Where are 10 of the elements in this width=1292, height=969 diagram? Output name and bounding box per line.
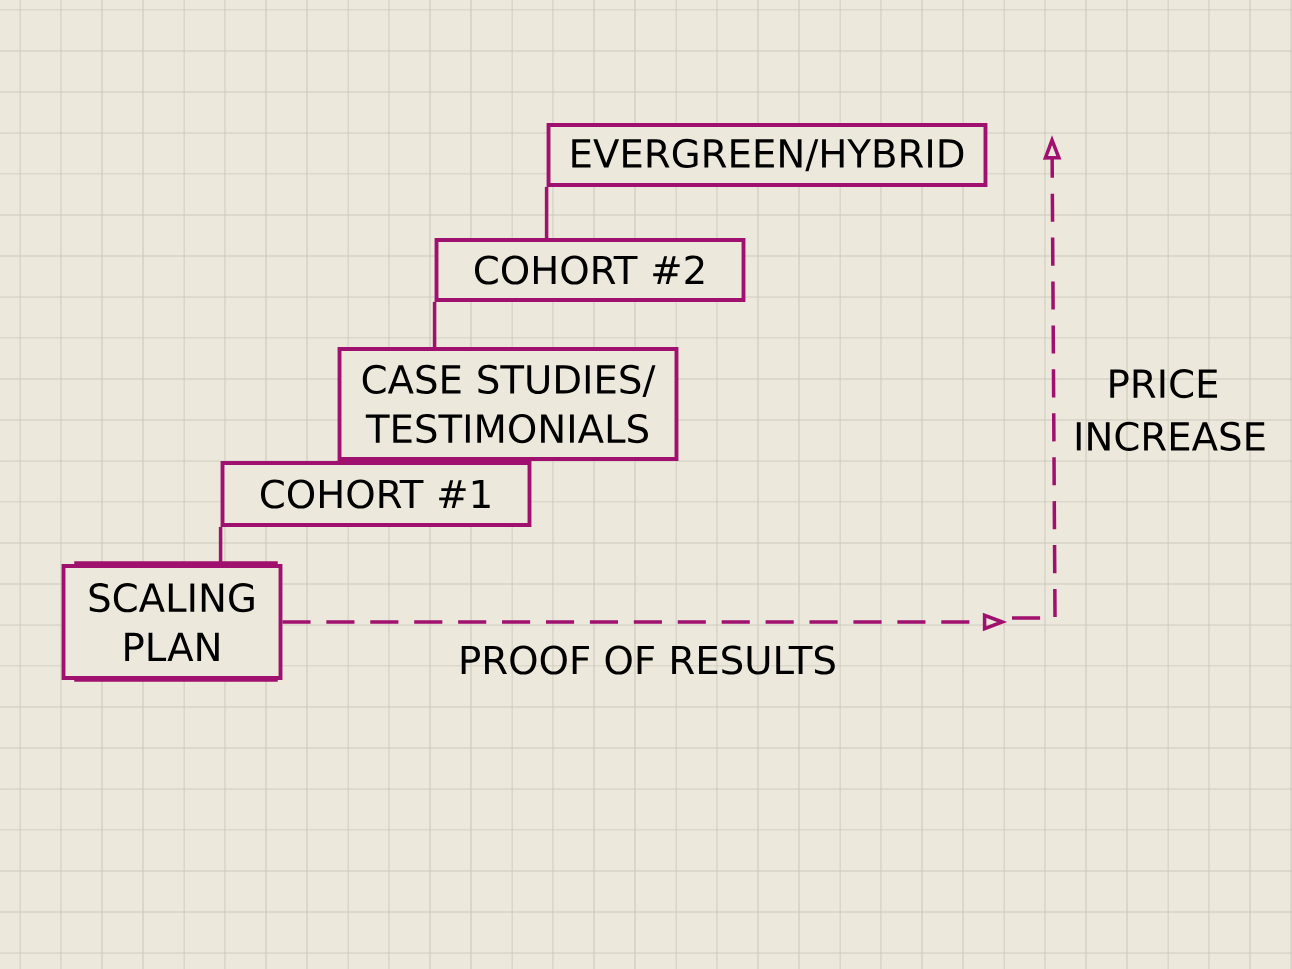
connector-line	[218, 526, 223, 565]
step-box: CASE STUDIES/ TESTIMONIALS	[337, 347, 679, 461]
step-box: COHORT #2	[434, 238, 746, 302]
step-box: SCALING PLAN	[61, 564, 283, 680]
axis-label: PRICE INCREASE	[1076, 369, 1265, 451]
edge-label: PROOF OF RESULTS	[461, 645, 835, 675]
connector-line	[544, 186, 549, 239]
step-box: EVERGREEN/HYBRID	[546, 123, 988, 187]
step-box: COHORT #1	[220, 461, 532, 527]
connector-line	[432, 301, 437, 348]
